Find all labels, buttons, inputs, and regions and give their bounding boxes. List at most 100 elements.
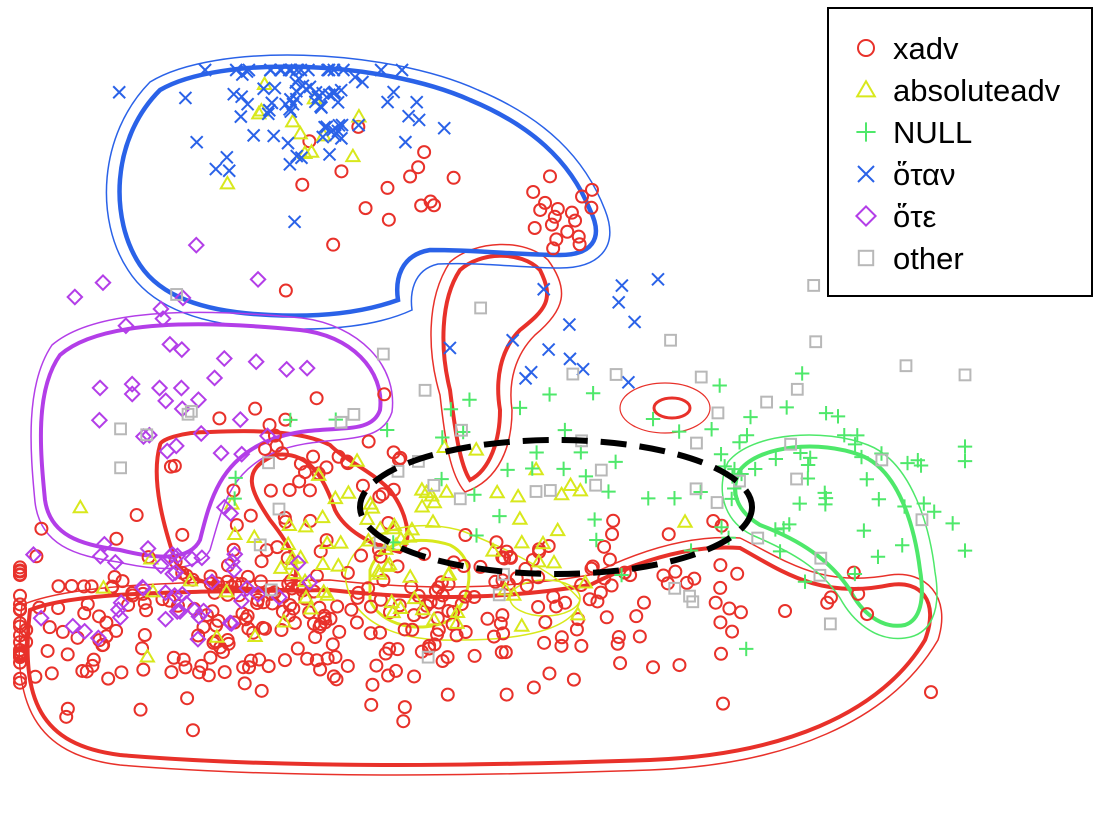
data-point [423,594,438,609]
data-point [360,532,377,547]
data-point [302,483,317,498]
data-point [182,571,199,587]
data-point [272,502,286,516]
data-point [314,555,332,570]
data-point [386,445,401,460]
data-point [455,424,471,440]
data-point [350,590,365,605]
data-point [215,644,230,659]
data-point [435,430,450,445]
data-point [274,446,289,461]
data-point [255,620,270,635]
data-point [13,602,27,617]
data-point [167,563,185,581]
data-point [875,453,889,467]
data-point [730,566,745,581]
data-point [589,532,604,548]
data-point [306,616,321,631]
density-contours [18,54,943,776]
data-point [170,288,184,301]
data-point [562,476,579,491]
data-point [265,96,279,110]
data-point [254,683,269,698]
data-point [437,121,451,135]
data-point [734,466,749,482]
data-point [144,582,162,598]
data-point [398,135,413,149]
data-point [278,360,296,378]
data-point [272,559,290,574]
data-point [722,601,737,616]
data-point [268,81,282,95]
data-point [192,424,210,443]
data-point [310,466,328,481]
data-point [549,521,567,537]
data-point [915,513,929,527]
data-point [713,558,728,573]
data-point [176,652,191,667]
data-point [313,662,328,677]
data-point [725,624,740,639]
data-point [278,283,293,298]
data-point [493,616,508,631]
legend-marker-x [857,165,875,183]
data-point [303,80,317,94]
data-point [329,672,344,687]
data-point [768,451,784,467]
data-point [114,422,127,436]
data-point [327,85,342,99]
data-point [240,97,255,111]
data-point [252,652,267,667]
contour-otan-outer [105,54,611,330]
data-point [549,232,564,247]
data-point [712,378,727,393]
data-point [325,637,340,652]
data-point [438,483,455,498]
data-point [336,63,351,77]
data-point [492,508,507,524]
data-point [284,112,302,128]
data-point [99,629,114,644]
data-point [322,63,336,77]
data-points [13,63,973,738]
data-point [13,563,27,578]
data-point [499,687,514,702]
data-point [897,499,912,514]
data-point [60,701,75,716]
data-point [711,406,725,420]
data-point [664,333,677,347]
data-point [957,543,973,558]
data-point [554,630,569,645]
contour-xadv-main [25,545,932,767]
data-point [134,427,153,446]
data-point [533,202,548,217]
legend-label: other [893,241,964,276]
data-point [347,407,361,421]
data-point [401,109,416,123]
data-point [407,669,422,684]
data-point [847,437,863,452]
data-point [51,601,66,616]
data-point [710,496,724,509]
data-point [238,579,256,597]
data-point [724,491,739,507]
data-point [309,391,324,406]
data-point [60,647,75,662]
data-point [784,437,798,451]
legend-label: xadv [893,31,959,66]
data-point [205,369,224,387]
data-point [59,709,74,724]
data-point [495,608,510,623]
data-point [542,666,557,681]
data-point [363,599,378,614]
data-point [550,201,565,216]
data-point [923,685,938,700]
data-point [190,607,208,626]
data-point [261,659,276,674]
data-point [253,538,267,552]
data-point [632,629,647,644]
data-point [226,525,244,541]
data-point [689,482,703,496]
data-point [606,513,621,528]
data-point [605,527,620,542]
